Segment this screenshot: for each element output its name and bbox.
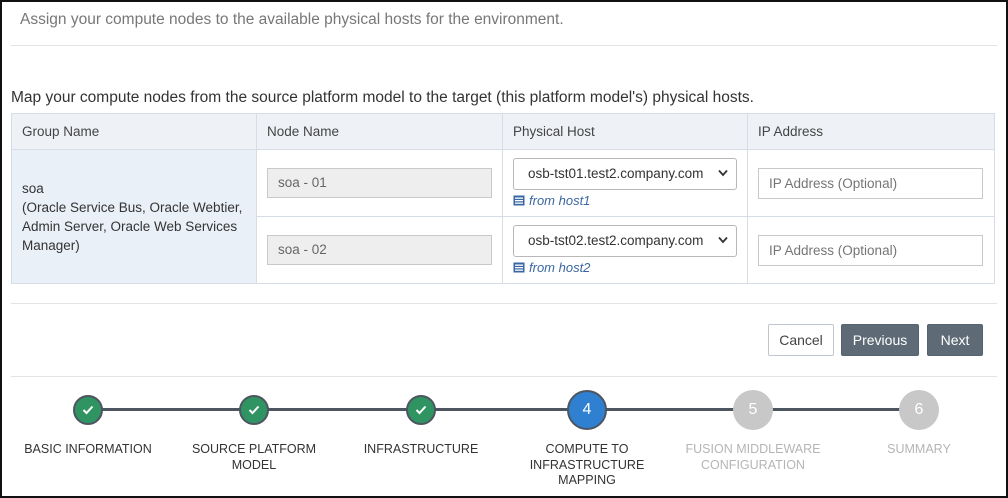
node-cell: soa - 02 (256, 216, 503, 284)
mapping-table: Group Name Node Name Physical Host IP Ad… (11, 113, 995, 284)
divider (11, 376, 997, 377)
node-name-field: soa - 01 (267, 168, 492, 198)
previous-button[interactable]: Previous (841, 324, 919, 356)
host-cell: osb-tst02.test2.company.com from host2 (502, 216, 748, 284)
physical-host-value: osb-tst02.test2.company.com (528, 233, 704, 248)
step-4-label: Compute to Infrastructure Mapping (529, 442, 645, 487)
group-cell: soa (Oracle Service Bus, Oracle Webtier,… (11, 149, 257, 284)
step-3-label: Infrastructure (363, 442, 479, 456)
ip-cell (747, 216, 995, 284)
column-header-node: Node Name (256, 113, 503, 150)
chevron-down-icon (718, 169, 728, 177)
physical-host-value: osb-tst01.test2.company.com (528, 166, 704, 181)
ip-cell (747, 149, 995, 217)
step-6-indicator: 6 (899, 390, 939, 430)
intro-text: Assign your compute nodes to the availab… (20, 11, 564, 28)
divider (11, 303, 997, 304)
group-name: soa (22, 180, 44, 196)
physical-host-select[interactable]: osb-tst01.test2.company.com (513, 158, 737, 190)
server-icon (513, 262, 525, 273)
step-2-indicator (239, 395, 269, 425)
next-button[interactable]: Next (927, 324, 983, 356)
column-header-group: Group Name (11, 113, 257, 150)
ip-address-input[interactable] (758, 167, 983, 199)
host-cell: osb-tst01.test2.company.com from host1 (502, 149, 748, 217)
ip-address-input[interactable] (758, 234, 983, 266)
check-icon (415, 405, 427, 415)
physical-host-select[interactable]: osb-tst02.test2.company.com (513, 225, 737, 257)
group-description: (Oracle Service Bus, Oracle Webtier, Adm… (22, 199, 243, 253)
table-header-row: Group Name Node Name Physical Host IP Ad… (11, 113, 995, 150)
step-4-indicator: 4 (567, 390, 607, 430)
column-header-ip: IP Address (747, 113, 995, 150)
chevron-down-icon (718, 236, 728, 244)
step-5-indicator: 5 (733, 390, 773, 430)
node-cell: soa - 01 (256, 149, 503, 217)
check-icon (82, 405, 94, 415)
table-row: soa - 02 osb-tst02.test2.company.com (12, 216, 995, 284)
from-host-label: from host2 (529, 260, 591, 275)
mapping-instructions: Map your compute nodes from the source p… (11, 89, 754, 106)
divider (11, 45, 997, 46)
step-5-label: Fusion Middleware Configuration (685, 442, 821, 472)
column-header-host: Physical Host (502, 113, 748, 150)
from-host-hint: from host2 (513, 260, 737, 275)
server-icon (513, 195, 525, 206)
node-name-field: soa - 02 (267, 235, 492, 265)
cancel-button[interactable]: Cancel (768, 324, 834, 356)
step-3-indicator (406, 395, 436, 425)
step-1-label: Basic Information (24, 442, 152, 456)
progress-track (88, 408, 920, 411)
step-1-indicator (73, 395, 103, 425)
step-6-label: Summary (887, 442, 951, 456)
step-2-label: Source Platform Model (191, 442, 317, 472)
table-row: soa (Oracle Service Bus, Oracle Webtier,… (11, 149, 995, 284)
from-host-label: from host1 (529, 193, 591, 208)
check-icon (248, 405, 260, 415)
from-host-hint: from host1 (513, 193, 737, 208)
